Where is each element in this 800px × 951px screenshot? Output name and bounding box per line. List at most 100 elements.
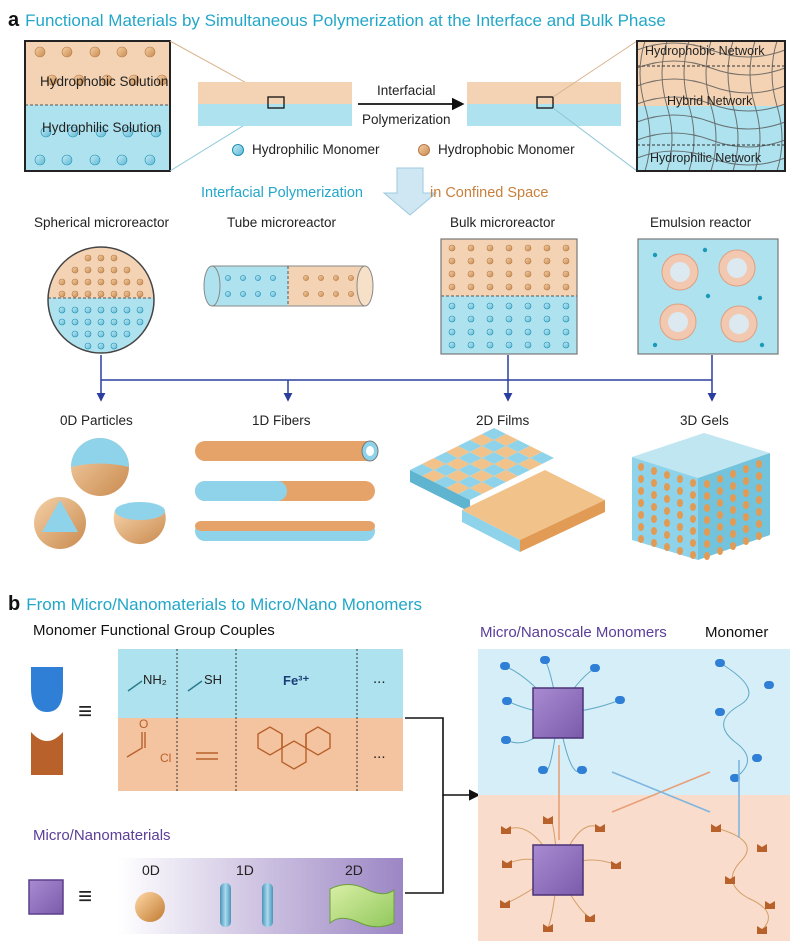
panel-b-letter: b xyxy=(8,593,21,615)
network-strand xyxy=(636,60,786,76)
hydrophobic-monomer xyxy=(448,244,456,252)
network-top-label: Hydrophobic Network xyxy=(645,44,765,58)
confined-label-left: Interfacial Polymerization xyxy=(201,185,363,201)
droplet-core xyxy=(729,314,749,334)
gel-domain xyxy=(717,511,723,519)
reactor-to-product-connectors xyxy=(96,355,717,402)
hydrophilic-monomer xyxy=(524,315,532,323)
hydrophilic-monomer xyxy=(110,318,118,326)
gel-domain xyxy=(690,491,696,499)
panel-a-letter: a xyxy=(8,9,20,31)
hydrophobic-monomer xyxy=(505,283,513,291)
gel-domain xyxy=(690,527,696,535)
ellipsis-bottom: ... xyxy=(373,745,386,762)
hydrophilic-monomer xyxy=(255,275,261,281)
hydrophobic-monomer xyxy=(348,275,354,281)
gel-domain xyxy=(756,520,762,528)
dispersed-monomer xyxy=(702,247,708,253)
gel-domain xyxy=(690,551,696,559)
network-mid-label: Hybrid Network xyxy=(667,94,753,108)
brown-end-group xyxy=(543,816,553,824)
gel-domain xyxy=(664,519,670,527)
gel-domain xyxy=(730,542,736,550)
hydrophilic-monomer xyxy=(71,306,79,314)
micro-materials-label: Micro/Nanomaterials xyxy=(33,827,171,844)
hydrophobic-monomer xyxy=(467,270,475,278)
gel-domain xyxy=(743,513,749,521)
dispersed-monomer xyxy=(705,293,711,299)
gel-domain xyxy=(638,499,644,507)
gel-domain xyxy=(690,515,696,523)
network-strand xyxy=(661,40,673,172)
gel-domain xyxy=(664,483,670,491)
gel-domain xyxy=(664,507,670,515)
micro-material-cube-icon xyxy=(28,879,64,915)
hydrophilic-monomer xyxy=(505,328,513,336)
spherical-microreactor xyxy=(47,246,155,354)
hydrophobic-monomer xyxy=(144,46,156,58)
product-label-1d: 1D Fibers xyxy=(252,413,311,428)
micro-materials-text: Micro/Nanomaterials xyxy=(33,827,171,844)
hydrophobic-monomer xyxy=(543,257,551,265)
hydrophilic-monomer xyxy=(543,341,551,349)
hydrophilic-monomer xyxy=(71,318,79,326)
blue-end-group xyxy=(615,696,625,704)
group-couples-table xyxy=(118,649,403,791)
gel-domain xyxy=(756,532,762,540)
film-tile xyxy=(530,452,554,464)
bulk-microreactor xyxy=(440,238,578,355)
hydrophilic-monomer xyxy=(110,306,118,314)
hydrophilic-monomer xyxy=(255,291,261,297)
hydrophobic-monomer xyxy=(58,278,66,286)
hydrophobic-monomer xyxy=(486,257,494,265)
gel-domain xyxy=(638,535,644,543)
network-strand xyxy=(636,132,786,148)
solution-box xyxy=(24,40,171,172)
hydrophilic-monomer xyxy=(486,328,494,336)
equiv-sign-bottom: ≡ xyxy=(78,883,93,910)
hydrophobic-monomer xyxy=(505,270,513,278)
hydrophilic-monomer xyxy=(524,328,532,336)
gel-domain xyxy=(717,535,723,543)
gel-domain xyxy=(651,479,657,487)
hydrophilic-monomer xyxy=(150,126,162,138)
hydrophilic-monomer xyxy=(97,342,105,350)
hydrophilic-monomer xyxy=(448,315,456,323)
gel-domain xyxy=(717,547,723,555)
brown-end-group xyxy=(757,926,767,934)
hydrophilic-monomer xyxy=(486,341,494,349)
hydrophilic-monomer xyxy=(270,275,276,281)
network-strand xyxy=(705,40,717,172)
gel-domain xyxy=(704,552,710,560)
hydrophilic-monomer xyxy=(84,318,92,326)
gel-domain xyxy=(704,492,710,500)
hydrophilic-monomer xyxy=(116,154,128,166)
hydrophobic-monomer xyxy=(84,266,92,274)
dispersed-monomer xyxy=(652,252,658,258)
film-edge xyxy=(410,470,470,512)
free-monomer-chain xyxy=(719,662,750,779)
gel-domain xyxy=(756,484,762,492)
hydrophilic-monomer xyxy=(448,302,456,310)
hydrophilic-monomer xyxy=(270,291,276,297)
hydrophobic-monomer xyxy=(333,275,339,281)
hydrophobic-monomer xyxy=(562,283,570,291)
hydrophobic-monomer xyxy=(524,244,532,252)
reactor-label-emulsion: Emulsion reactor xyxy=(650,215,752,230)
hydrophobic-monomer xyxy=(71,290,79,298)
hydrophobic-monomer xyxy=(123,278,131,286)
hydrophobic-monomer xyxy=(110,254,118,262)
hydrophilic-monomer xyxy=(562,341,570,349)
blue-end-group xyxy=(538,766,548,774)
hydrophobic-monomer xyxy=(136,290,144,298)
gel-domain xyxy=(651,539,657,547)
films-2d xyxy=(410,428,605,552)
gel-domain xyxy=(704,528,710,536)
gel-domain xyxy=(651,491,657,499)
micro-monomers-label: Micro/Nanoscale Monomers xyxy=(480,624,667,641)
brown-end-group xyxy=(500,900,510,908)
hydrophobic-monomer xyxy=(303,291,309,297)
hydrophilic-monomer xyxy=(97,330,105,338)
gel-domain xyxy=(690,503,696,511)
gel-domain xyxy=(664,495,670,503)
